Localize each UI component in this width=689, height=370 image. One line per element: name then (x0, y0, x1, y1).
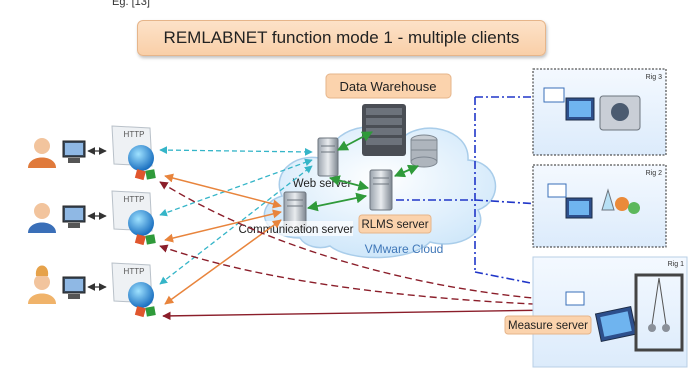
caption-fragment: Eg. [13] (112, 0, 150, 8)
data-warehouse-label-box: Data Warehouse (325, 73, 452, 99)
rig-3-box: Rig 3 (532, 68, 667, 156)
computer-icon (62, 205, 86, 228)
user-icon (28, 203, 56, 233)
measure-connections (159, 181, 557, 321)
rlms-server-label: RLMS server (361, 219, 428, 231)
internal-connections (306, 131, 419, 212)
communication-server-label: Communication server (238, 224, 353, 236)
rlms-server-icon (369, 169, 393, 211)
rack-icon (362, 104, 406, 156)
measure-server-label: Measure server (508, 320, 588, 332)
rig-2-label: Rig 2 (646, 170, 662, 177)
web-server-label: Web server (293, 178, 352, 190)
diagram-title: REMLABNET function mode 1 - multiple cli… (137, 20, 546, 56)
rig-3-label: Rig 3 (646, 74, 662, 81)
rig-icon (547, 183, 640, 219)
rig-2-box: Rig 2 (532, 164, 667, 248)
http-label: HTTP (124, 267, 145, 276)
user-icon (28, 265, 56, 304)
http-browser-icon: HTTP (111, 262, 156, 318)
client-1 (28, 138, 86, 168)
data-warehouse-label: Data Warehouse (339, 79, 436, 94)
client-local-links (87, 147, 107, 291)
computer-icon (62, 276, 86, 299)
communication-server-label-box: Communication server (238, 221, 354, 236)
client-2 (28, 203, 86, 233)
http-browser-icon: HTTP (111, 190, 156, 246)
rlms-label-box: RLMS server (358, 214, 432, 234)
http-browser-icon: HTTP (111, 125, 156, 181)
user-icon (28, 138, 56, 168)
database-icon (410, 134, 438, 168)
measure-server-label-box: Measure server (504, 315, 592, 335)
rig-1-label: Rig 1 (668, 261, 684, 268)
http-label: HTTP (124, 130, 145, 139)
rig-1-box: Rig 1 (532, 256, 688, 368)
web-server-icon (317, 137, 339, 177)
rig-icon (565, 273, 684, 352)
vmware-cloud-label: VMware Cloud (365, 242, 444, 256)
computer-icon (62, 140, 86, 163)
http-label: HTTP (124, 195, 145, 204)
rig-icon (543, 87, 641, 131)
client-3 (28, 265, 86, 304)
